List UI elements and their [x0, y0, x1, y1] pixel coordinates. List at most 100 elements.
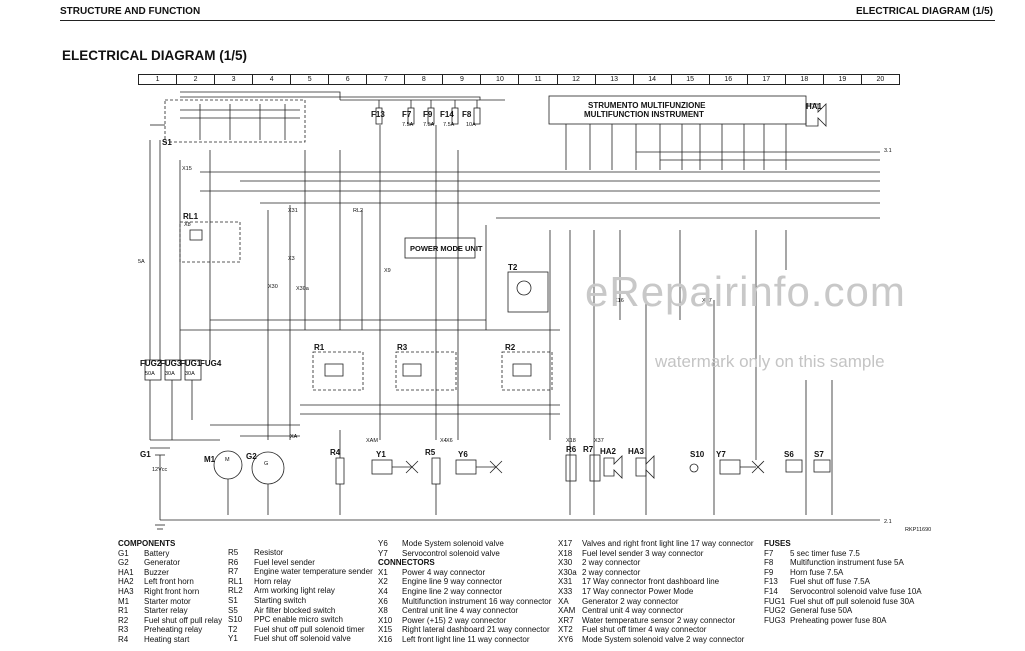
legend-value: Central unit 4 way connector: [582, 606, 684, 616]
legend-key: XT2: [558, 625, 573, 635]
component-label: X3: [288, 256, 295, 262]
component-label: 50A: [145, 371, 155, 377]
grid-cell: 4: [253, 75, 292, 84]
legend-value: Generator 2 way connector: [582, 596, 679, 606]
component-label: XA: [290, 434, 298, 440]
connectors-title: CONNECTORS: [378, 558, 435, 568]
legend-key: Y7: [378, 548, 388, 558]
legend-key: X31: [558, 577, 573, 587]
legend-key: HA3: [118, 586, 134, 596]
legend-value: 5 sec timer fuse 7.5: [790, 548, 860, 558]
grid-cell: 15: [672, 75, 710, 84]
grid-cell: 8: [405, 75, 444, 84]
grid-cell: 9: [443, 75, 482, 84]
component-label: X4: [440, 438, 447, 444]
grid-cell: 11: [519, 75, 558, 84]
legend-key: XAM: [558, 606, 576, 616]
component-label: X6: [446, 438, 453, 444]
legend-key: Y1: [228, 634, 238, 644]
legend-value: Power (+15) 2 way connector: [402, 615, 507, 625]
legend-key: XA: [558, 596, 569, 606]
legend-row: R4 Heating start: [118, 635, 222, 645]
component-label: X37: [594, 438, 604, 444]
component-label: R4: [330, 448, 341, 457]
component-label: FUG4: [200, 359, 222, 368]
instrument-label-2: MULTIFUNCTION INSTRUMENT: [584, 110, 704, 119]
component-label: S10: [690, 450, 705, 459]
legend-value: Heating start: [144, 634, 190, 644]
legend-value: Left front light line 11 way connector: [402, 634, 530, 644]
grid-cell: 19: [824, 75, 862, 84]
legend-key: F8: [764, 558, 774, 568]
component-label: 5A: [138, 259, 145, 265]
legend-key: FUG3: [764, 615, 786, 625]
legend-key: RL1: [228, 576, 243, 586]
grid-cell: 12: [558, 75, 596, 84]
component-label: T2: [508, 263, 518, 272]
legend-key: M1: [118, 596, 130, 606]
component-label: S6: [784, 450, 794, 459]
legend-value: Left front horn: [144, 577, 194, 587]
legend-key: G2: [118, 558, 129, 568]
legend-value: Power 4 way connector: [402, 567, 486, 577]
component-label: X8: [184, 222, 191, 228]
legend-key: R2: [118, 615, 129, 625]
component-label: 10A: [466, 122, 476, 128]
watermark-text: eRepairinfo.com: [585, 268, 906, 315]
component-label: FUG1: [180, 359, 202, 368]
legend-value: 17 Way connector Power Mode: [582, 586, 694, 596]
component-label: M: [225, 457, 230, 463]
component-label: RL1: [183, 212, 199, 221]
legend-key: R4: [118, 634, 129, 644]
legend-key: HA2: [118, 577, 134, 587]
header-right: ELECTRICAL DIAGRAM (1/5): [855, 6, 993, 17]
component-label: Y7: [716, 450, 726, 459]
legend-value: Preheating relay: [144, 625, 203, 635]
component-label: X18: [566, 438, 576, 444]
legend-value: Horn fuse 7.5A: [790, 567, 844, 577]
legend-key: X4: [378, 586, 388, 596]
legend-row: F9 Horn fuse 7.5A: [764, 568, 922, 578]
legend-value: Fuel shut off pull solenoid fuse 30A: [790, 596, 915, 606]
legend-key: R1: [118, 606, 129, 616]
component-label: X16: [614, 298, 624, 304]
grid-cell: 20: [876, 76, 885, 83]
header-left: STRUCTURE AND FUNCTION: [60, 6, 201, 17]
grid-cell: 18: [786, 75, 824, 84]
header-rule: [60, 20, 995, 21]
legend-value: Horn relay: [254, 576, 291, 586]
legend-key: F9: [764, 567, 774, 577]
component-label: X17: [702, 298, 712, 304]
component-label: R2: [505, 343, 516, 352]
legend-key: FUG2: [764, 606, 786, 616]
legend-key: X33: [558, 586, 573, 596]
legend-value: Fuel shut off fuse 7.5A: [790, 577, 870, 587]
component-label: 2.1: [884, 519, 892, 525]
legend-key: X2: [378, 577, 388, 587]
legend-value: Resistor: [254, 548, 284, 557]
legend-key: S10: [228, 615, 243, 625]
legend-value: Right lateral dashboard 21 way connector: [402, 625, 550, 635]
component-label: F9: [423, 110, 433, 119]
legend-value: Servocontrol solenoid valve: [402, 548, 500, 558]
